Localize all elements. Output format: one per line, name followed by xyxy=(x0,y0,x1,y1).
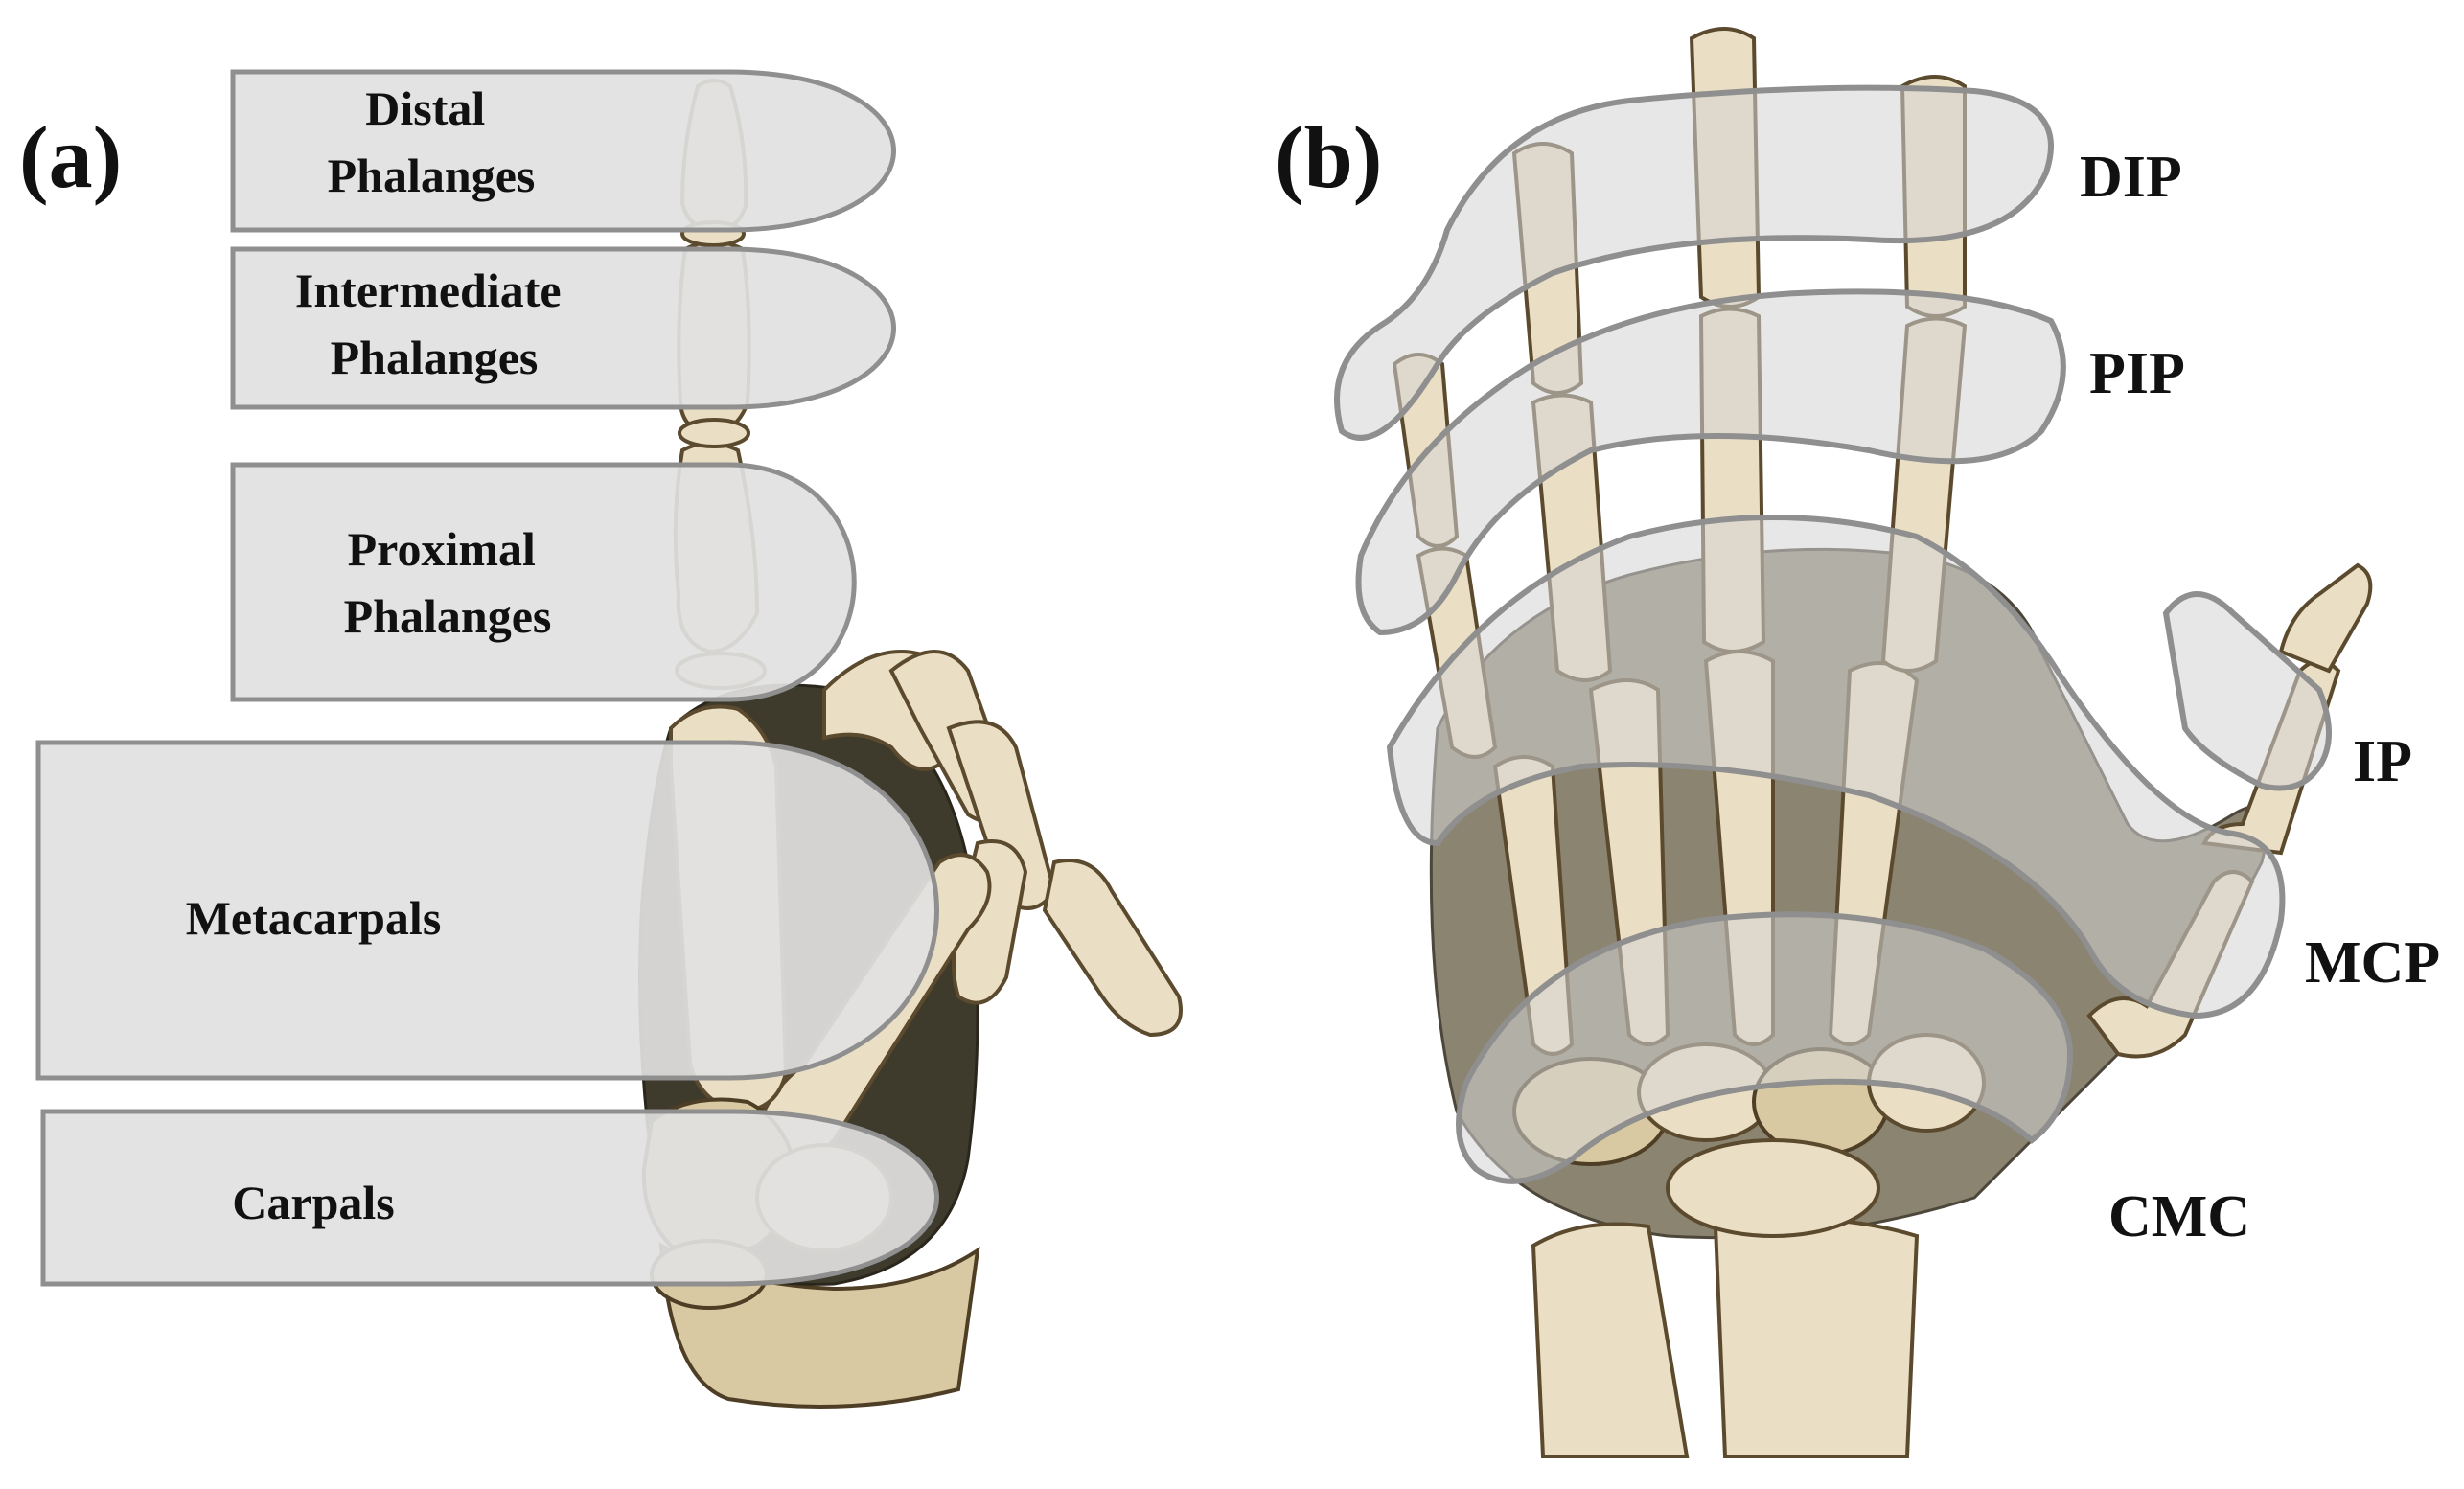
highlight-tab-metacarpals xyxy=(35,740,939,1081)
intermediate-phalanges-label: Intermediate Phalanges xyxy=(295,263,573,384)
carpals-label: Carpals xyxy=(232,1176,394,1229)
metacarpals-label-line-1: Metacarpals xyxy=(186,891,442,945)
highlight-zone-pip xyxy=(1355,288,2066,636)
carpals-label-line-1: Carpals xyxy=(232,1176,394,1229)
highlight-tab-distal-phalanges xyxy=(230,69,896,233)
highlight-zone-cmc xyxy=(1456,911,2074,1184)
proximal-phalanges-label: Proximal Phalanges xyxy=(344,522,552,643)
mcp-label: MCP xyxy=(2305,930,2440,996)
proximal-phalanges-label-line-1: Proximal xyxy=(348,522,536,576)
panel-a-label: (a) xyxy=(19,108,122,206)
intermediate-phalanges-label-line-2: Phalanges xyxy=(331,331,539,384)
panel-b: (b) DIP PIP IP MCP CMC xyxy=(1275,27,2440,1458)
distal-phalanges-label: Distal Phalanges xyxy=(328,81,536,202)
distal-phalanges-label-line-2: Phalanges xyxy=(328,149,536,202)
ip-label: IP xyxy=(2353,729,2412,794)
metacarpals-label: Metacarpals xyxy=(186,891,442,945)
highlight-tab-proximal-phalanges xyxy=(230,462,857,702)
highlight-tab-carpals xyxy=(40,1109,939,1287)
panel-a: (a) Distal Phalanges Intermediate Phalan… xyxy=(19,69,1183,1409)
dip-label: DIP xyxy=(2080,145,2182,210)
panel-b-label: (b) xyxy=(1275,108,1382,206)
highlight-zone-dip xyxy=(1334,84,2054,441)
cmc-label: CMC xyxy=(2108,1184,2250,1249)
highlight-zone-ip xyxy=(2162,591,2332,791)
highlight-zone-mcp xyxy=(1386,515,2286,1019)
distal-phalanges-label-line-1: Distal xyxy=(365,81,485,135)
pip-label: PIP xyxy=(2089,341,2185,406)
intermediate-phalanges-label-line-1: Intermediate xyxy=(295,263,562,317)
highlight-tab-intermediate-phalanges xyxy=(230,246,896,410)
proximal-phalanges-label-line-2: Phalanges xyxy=(344,589,552,643)
